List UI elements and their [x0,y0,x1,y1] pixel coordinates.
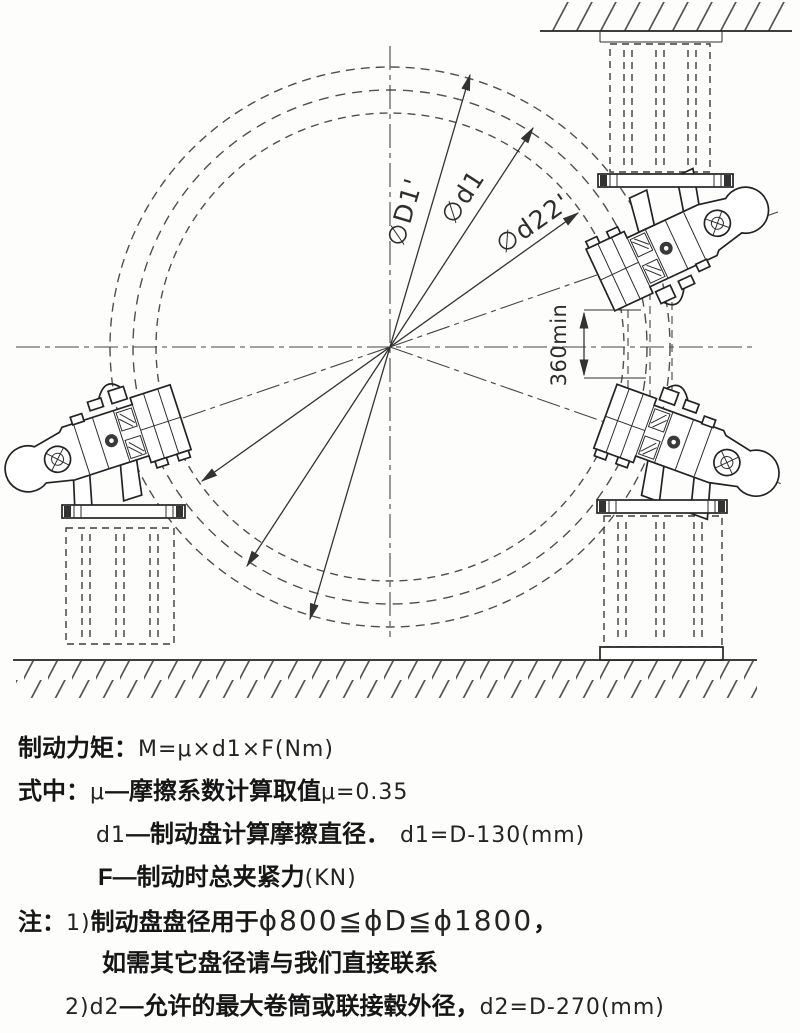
brake-disc-installation-diagram: ∅D1' ∅d1 ∅d22' 360min [0,2,798,698]
d1-symbol: d1 [96,823,126,848]
notes-block: 制动力矩：M=μ×d1×F(Nm) 式中：μ—摩擦系数计算取值μ=0.35 d1… [18,727,788,1028]
note-label: 式中： [18,778,90,805]
note-line-mu: 式中：μ—摩擦系数计算取值μ=0.35 [18,770,788,813]
left-pedestal [65,527,175,645]
formula-d1: d1=D-130(mm) [399,823,586,848]
formula-d2: d2=D-270(mm) [479,995,665,1020]
item-number: 1) [66,911,91,936]
mu-value: μ=0.35 [321,780,409,805]
bottom-right-pedestal [599,515,724,661]
ceiling-structure [540,2,792,43]
note-line-d1: d1—制动盘计算摩擦直径． d1=D-130(mm) [18,813,788,856]
note-text: —允许的最大卷筒或联接毂外径， [119,993,480,1020]
pedestal-base-plate [599,646,724,661]
ceiling-hatch [552,2,792,31]
disc-edge-projection-lines [627,288,673,402]
top-right-caliper-flange [597,173,734,188]
d2-symbol: d2 [89,995,120,1020]
dim-label-d1: ∅d1 [435,164,491,228]
note-line-brake-torque: 制动力矩：M=μ×d1×F(Nm) [18,727,788,770]
top-right-pedestal [609,43,711,173]
comma: ， [533,909,558,936]
left-caliper-axis [7,346,391,479]
dim-label-360min: 360min [547,304,571,387]
note-text: F—制动时总夹紧力 [98,864,305,891]
note-text: —摩擦系数计算取值 [105,778,321,805]
note-line-d2: 2)d2—允许的最大卷筒或联接毂外径，d2=D-270(mm) [18,985,788,1028]
ground-structure [13,659,757,698]
unit-kn: (KN) [304,866,357,891]
mu-symbol: μ [90,780,105,805]
item-number: 2) [65,995,90,1020]
note-line-contact: 如需其它盘径请与我们直接联系 [18,942,788,985]
note-text: —制动盘计算摩擦直径． [125,821,390,848]
dim-line-d22 [200,212,580,482]
note-label: 注： [18,909,66,936]
note-text: 如需其它盘径请与我们直接联系 [102,950,438,977]
note-label: 制动力矩： [18,735,138,762]
note-line-disc-range: 注：1)制动盘盘径用于ϕ800≦ϕD≦ϕ1800， [18,899,788,942]
note-text: 制动盘盘径用于 [90,909,259,936]
ceiling-bracket [599,31,723,43]
bottom-right-caliper-flange [596,499,728,514]
note-line-F: F—制动时总夹紧力(KN) [18,856,788,899]
left-caliper-flange [61,504,186,519]
formula-torque: M=μ×d1×F(Nm) [138,737,334,762]
clearance-dimension-360min: 360min [547,304,646,387]
diameter-range: ϕ800≦ϕD≦ϕ1800 [258,904,534,937]
ground-hatch [16,661,757,698]
